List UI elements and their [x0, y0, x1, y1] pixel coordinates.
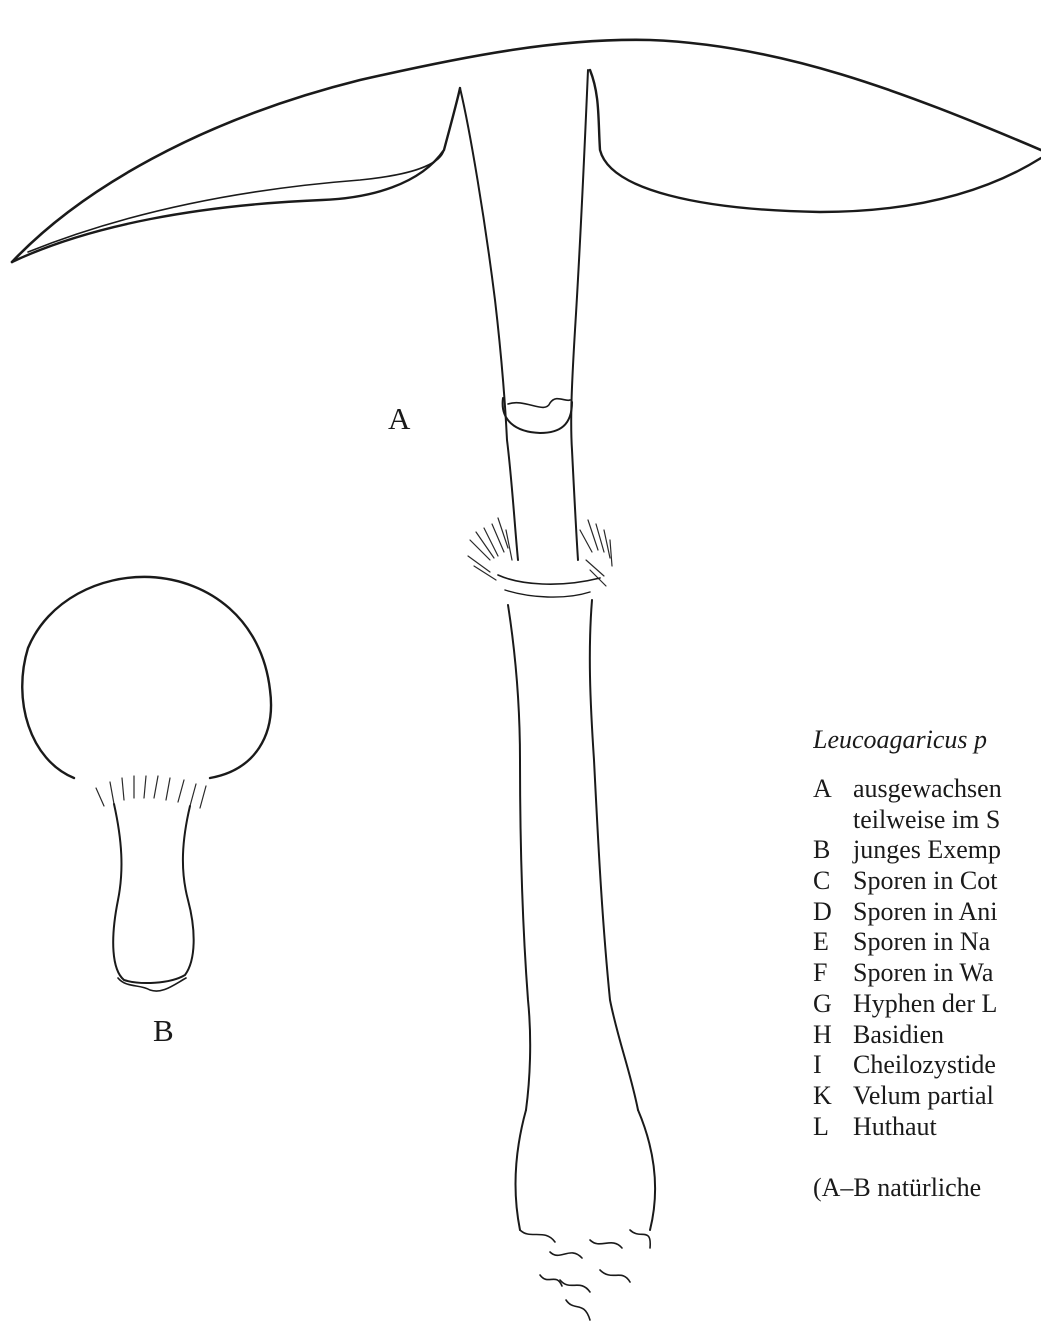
legend-key: C: [813, 866, 853, 897]
cap-a-outline: [12, 40, 1041, 262]
annulus-a: [468, 518, 612, 597]
legend-key: G: [813, 989, 853, 1020]
stipe-a-right: [571, 70, 588, 560]
legend-text: Basidien: [853, 1020, 944, 1049]
mycelium-a: [520, 1230, 650, 1320]
legend-key: K: [813, 1081, 853, 1112]
legend-key: L: [813, 1112, 853, 1143]
legend-title: Leucoagaricus p: [813, 720, 1041, 760]
legend-text: junges Exemp: [853, 835, 1001, 864]
legend-key: A: [813, 774, 853, 805]
legend-text: teilweise im S: [853, 805, 1000, 834]
legend-key: I: [813, 1050, 853, 1081]
legend-key: F: [813, 958, 853, 989]
legend-text: Huthaut: [853, 1112, 937, 1141]
specimen-b-drawing: [22, 577, 271, 991]
stipe-a-left: [460, 88, 518, 560]
lower-stipe-a-right: [590, 600, 638, 1110]
gills-b: [96, 776, 206, 808]
legend-text: Hyphen der L: [853, 989, 997, 1018]
legend-item: teilweise im S: [813, 805, 1041, 836]
cap-a-gill-right: [590, 70, 1041, 212]
bulb-a: [515, 1110, 655, 1230]
lower-stipe-a-left: [508, 605, 530, 1110]
legend-text: Sporen in Wa: [853, 958, 993, 987]
legend-text: Sporen in Ani: [853, 897, 997, 926]
figure-label-b: B: [153, 1015, 174, 1046]
legend-text: ausgewachsen: [853, 774, 1002, 803]
figure-label-a: A: [388, 403, 410, 434]
legend-key: D: [813, 897, 853, 928]
legend-key: H: [813, 1020, 853, 1051]
stipe-a-cavity-top: [508, 399, 570, 408]
legend-text: Sporen in Cot: [853, 866, 997, 895]
legend-key: B: [813, 835, 853, 866]
cap-b-outline: [22, 577, 271, 778]
legend-text: Cheilozystide: [853, 1050, 996, 1079]
legend-text: Sporen in Na: [853, 927, 990, 956]
legend-footer: (A–B natürliche: [813, 1172, 1041, 1204]
stipe-b: [113, 804, 193, 983]
legend-text: Velum partial: [853, 1081, 994, 1110]
cap-a-gill-left-inner: [28, 150, 444, 252]
legend-key: E: [813, 927, 853, 958]
